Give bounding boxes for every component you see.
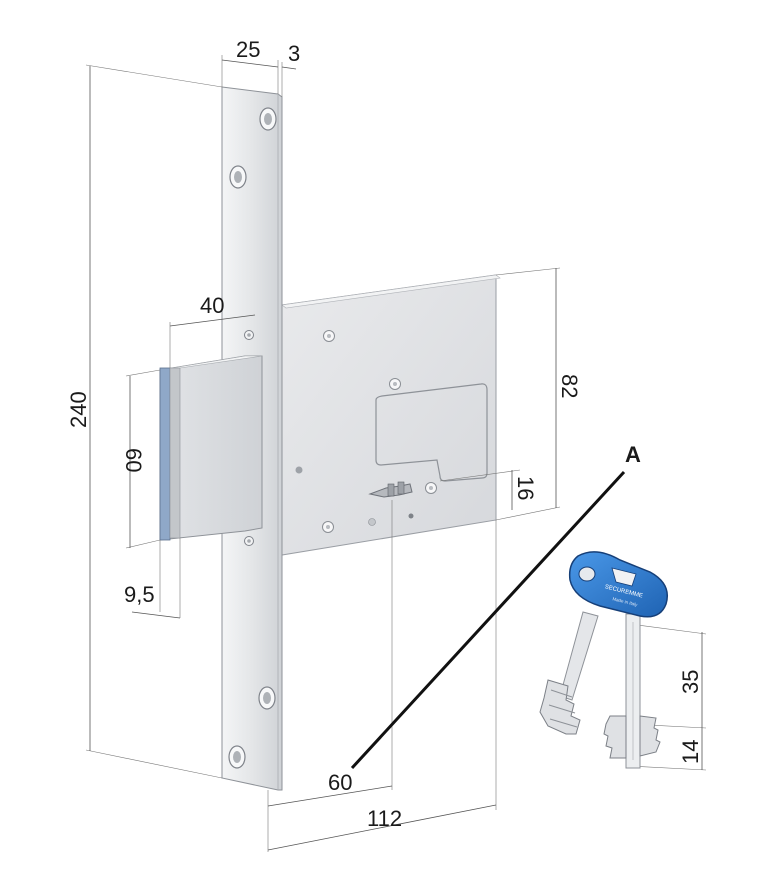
dim-key-length: 35 [678,670,703,694]
deadbolt-edge [159,367,171,541]
dim-case-depth: 112 [367,806,402,831]
case-screw-icon [323,330,335,342]
faceplate-screw-hole-icon [258,686,276,710]
key-head: SECUREMME Made in Italy [568,551,668,618]
key-front [603,613,661,769]
dim-faceplate-thickness: 3 [288,41,300,66]
faceplate-screw-icon [244,330,254,340]
dim-bolt-offset: 9,5 [124,582,155,607]
key-back [539,611,599,735]
keyhole-slot [368,481,413,498]
case-cutout [375,383,488,482]
keys: SECUREMME Made in Italy [539,551,668,769]
dim-total-height: 240 [66,391,91,428]
key-back-bit [539,679,581,735]
case-screw-icon [425,482,437,494]
case-hole [368,518,376,526]
case-hole [295,466,303,474]
key-front-bit [603,715,661,759]
dim-faceplate-width: 25 [236,37,260,62]
callout-label: A [625,442,641,467]
dim-key-blade: 14 [678,740,703,764]
dimension-labels: 25 3 240 40 60 9,5 82 16 60 112 35 14 [66,37,703,831]
case-screw-icon [389,378,401,390]
callout-leader-line [350,470,626,770]
lock-case [281,274,501,556]
case-screw-icon [322,521,334,533]
faceplate-screw-hole-icon [259,107,277,131]
key-origin-label: Made in Italy [612,596,639,607]
faceplate-screw-hole-icon [229,165,247,189]
dim-case-height: 82 [557,374,582,398]
dim-bolt-projection: 40 [200,293,224,318]
deadbolt [159,355,263,541]
faceplate-screw-hole-icon [228,745,246,769]
dim-bolt-height: 60 [121,448,146,472]
dim-backset: 60 [328,770,352,795]
case-hole [408,513,414,519]
dim-key-offset: 16 [513,476,538,500]
faceplate-screw-icon [244,536,254,546]
